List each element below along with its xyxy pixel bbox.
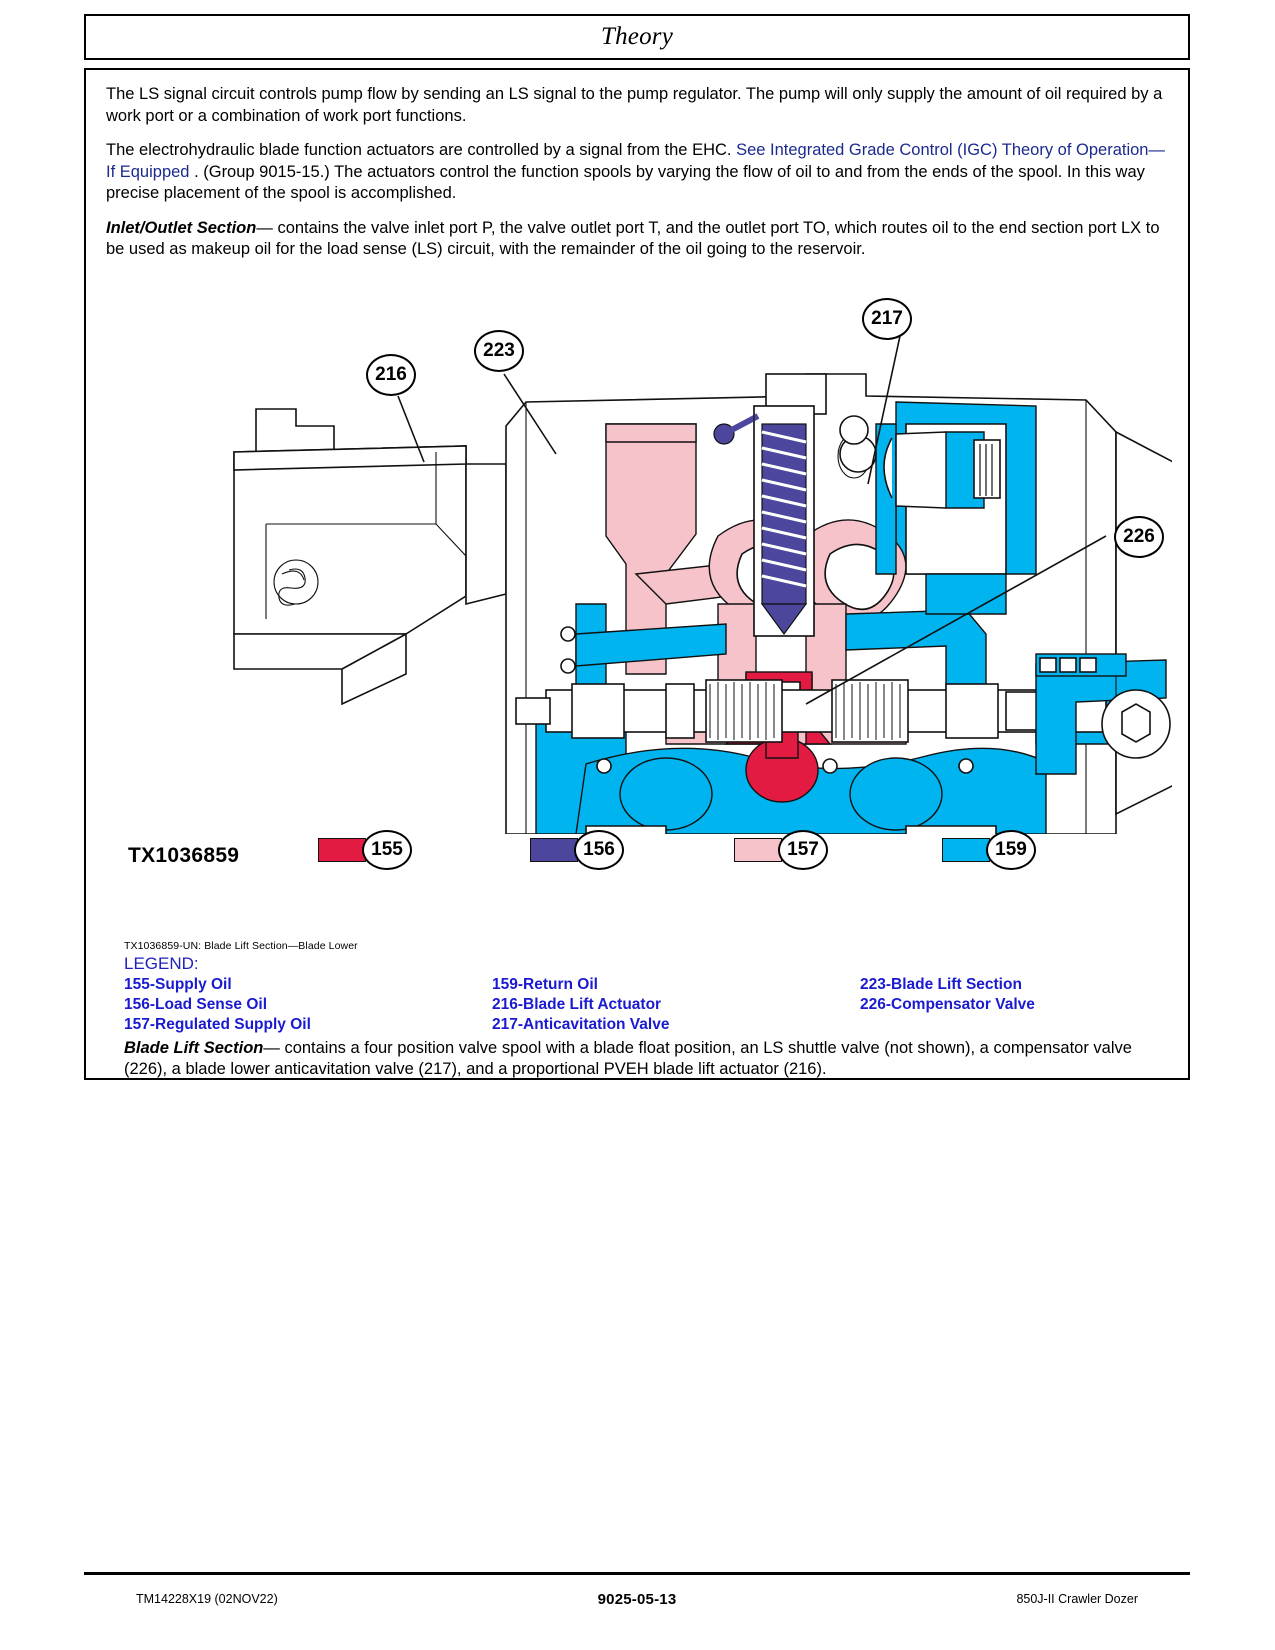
return-oil-passages xyxy=(535,422,1117,834)
paragraph-blade-lift-section: Blade Lift Section— contains a four posi… xyxy=(124,1038,1152,1081)
swatch-callout-156: 156 xyxy=(574,829,624,870)
inlet-outlet-term: Inlet/Outlet Section xyxy=(106,218,257,237)
blade-lift-section-term: Blade Lift Section xyxy=(124,1038,264,1057)
blade-lift-actuator-body xyxy=(233,407,507,705)
swatch-callout-157: 157 xyxy=(778,829,828,870)
page-title: Theory xyxy=(600,23,674,50)
legend-item-216: 216-Blade Lift Actuator xyxy=(492,995,662,1013)
swatch-group-157: 157 xyxy=(734,829,828,870)
callout-leader-lines xyxy=(397,335,1107,705)
swatch-159 xyxy=(942,837,990,862)
callout-226-label: 226 xyxy=(1123,525,1155,547)
page-header: Theory xyxy=(84,14,1190,60)
blade-lift-section-text: — contains a four position valve spool w… xyxy=(124,1038,1132,1079)
swatch-group-159: 159 xyxy=(942,829,1036,870)
content-frame: The LS signal circuit controls pump flow… xyxy=(84,68,1190,1080)
swatch-155-number: 155 xyxy=(371,838,403,860)
callout-226: 226 xyxy=(1114,515,1164,558)
footer-manual-number: TM14228X19 (02NOV22) xyxy=(136,1592,278,1606)
swatch-157-number: 157 xyxy=(787,838,819,860)
paragraph-text-lead: The electrohydraulic blade function actu… xyxy=(106,141,737,159)
paragraph-electrohydraulic: The electrohydraulic blade function actu… xyxy=(106,140,1170,205)
legend-item-157: 157-Regulated Supply Oil xyxy=(124,1015,311,1033)
swatch-156-number: 156 xyxy=(583,838,615,860)
figure-caption: TX1036859-UN: Blade Lift Section—Blade L… xyxy=(124,939,358,952)
inlet-outlet-text: — contains the valve inlet port P, the v… xyxy=(106,218,1160,259)
legend-item-217: 217-Anticavitation Valve xyxy=(492,1015,670,1033)
callout-216-label: 216 xyxy=(375,363,407,385)
callout-223: 223 xyxy=(474,329,524,372)
anticavitation-valve-spring xyxy=(713,404,871,637)
paragraph-text-tail: . (Group 9015-15.) The actuators control… xyxy=(106,162,1145,203)
swatch-group-155: 155 xyxy=(318,829,412,870)
hydraulic-valve-diagram: .ol { fill:none; stroke:#111; stroke-wid… xyxy=(106,274,1172,934)
paragraph-inlet-outlet: Inlet/Outlet Section— contains the valve… xyxy=(106,218,1170,261)
legend-item-223: 223-Blade Lift Section xyxy=(860,975,1022,993)
legend-item-159: 159-Return Oil xyxy=(492,975,598,993)
compensator-valve xyxy=(883,430,1001,509)
legend-item-156: 156-Load Sense Oil xyxy=(124,995,267,1013)
callout-216: 216 xyxy=(366,353,416,396)
swatch-155 xyxy=(318,837,366,862)
swatch-callout-159: 159 xyxy=(986,829,1036,870)
swatch-156 xyxy=(530,837,578,862)
legend-list: 155-Supply Oil 159-Return Oil 223-Blade … xyxy=(124,975,1170,1034)
swatch-157 xyxy=(734,837,782,862)
callout-217-label: 217 xyxy=(871,307,903,329)
paragraph-ls-signal: The LS signal circuit controls pump flow… xyxy=(106,85,1163,125)
swatch-159-number: 159 xyxy=(995,838,1027,860)
legend-item-226: 226-Compensator Valve xyxy=(860,995,1035,1013)
figure-code: TX1036859 xyxy=(128,843,240,867)
callout-223-label: 223 xyxy=(483,339,515,361)
valve-spool-assembly xyxy=(515,678,1107,743)
footer-divider xyxy=(84,1572,1190,1575)
legend-item-155: 155-Supply Oil xyxy=(124,975,232,993)
swatch-callout-155: 155 xyxy=(362,829,412,870)
port-holes xyxy=(560,414,974,774)
igc-theory-link[interactable]: See Integrated Grade Control (IGC) Theor… xyxy=(106,141,1165,181)
page-footer: TM14228X19 (02NOV22) 9025-05-13 850J-II … xyxy=(84,1588,1190,1610)
legend-heading: LEGEND: xyxy=(124,953,199,973)
callout-217: 217 xyxy=(862,297,912,340)
color-swatch-legend: 155 156 157 xyxy=(106,829,1172,870)
swatch-group-156: 156 xyxy=(530,829,624,870)
footer-machine-model: 850J-II Crawler Dozer xyxy=(1016,1592,1139,1606)
valve-section-illustration: .ol { fill:none; stroke:#111; stroke-wid… xyxy=(233,335,1172,834)
footer-page-number: 9025-05-13 xyxy=(597,1590,677,1608)
